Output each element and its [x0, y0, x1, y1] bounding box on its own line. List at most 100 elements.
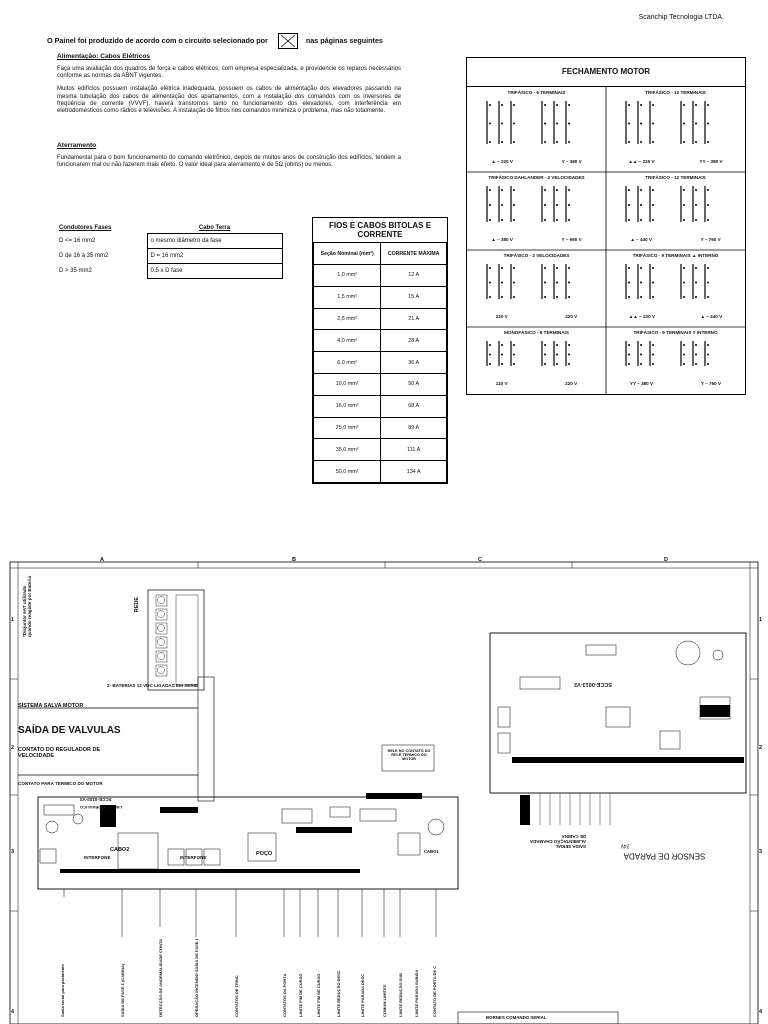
table-row: D de 16 à 35 mm2 D = 16 mm2: [56, 248, 283, 264]
motor-cell: TRIFÁSICO - 9 TERMINAIS ▲ INTERNO ▲▲ – 22…: [606, 250, 745, 327]
voltage-label: 110 V: [495, 381, 508, 386]
wire-table-title: FIOS E CABOS BITOLAS E CORRENTE: [328, 221, 432, 239]
col-header: Seção Nominal (mm²): [312, 242, 382, 265]
paragraph: Fundamental para o bom funcionamento do …: [57, 155, 401, 169]
cell: D = 16 mm2: [146, 248, 283, 264]
wiring-diagram: A B C D 1 2 3 4 1 2 3 4 *Disjuntor 6AT u…: [0, 557, 768, 1024]
voltage-label: YY – 380 V: [699, 159, 723, 164]
board-id: SCCE-0103-V3: [80, 797, 112, 802]
motor-cell: TRIFÁSICO DAHLANDER - 2 VELOCIDADES ▲ – 3…: [467, 172, 606, 250]
terminal-label: LIMITE REDUÇÃO SUB: [398, 973, 403, 1017]
row-label: 1: [11, 617, 15, 623]
motor-cell-title: TRIFÁSICO - 12 TERMINAIS: [645, 175, 706, 180]
cabo1-label: CABO1: [424, 849, 439, 854]
terminal-label: Saída serial para pavimento: [60, 964, 65, 1017]
motor-connection-diagram: [625, 101, 709, 144]
terminal-label: COMUM LIMITES: [382, 984, 387, 1017]
row-label: 2: [759, 745, 763, 751]
cell: 10,0 mm²: [312, 372, 382, 396]
cell: 1,0 mm²: [312, 264, 382, 287]
rele-box-label: RELE NO CONTATO DO RELÉ TÉRMICO DO MOTOR: [387, 749, 431, 761]
voltage-label: 220 V: [495, 314, 508, 319]
conductor-table: Condutores Fases Cabo Terra D <= 16 mm2 …: [56, 223, 283, 279]
motor-connection-diagram: [486, 341, 570, 366]
paragraph: Faça uma avaliação dos quadros de força …: [57, 66, 401, 80]
col-label: A: [100, 557, 104, 563]
selection-checkbox[interactable]: [277, 33, 298, 49]
wire-gauge-table: FIOS E CABOS BITOLAS E CORRENTE Seção No…: [312, 217, 448, 484]
motor-cell-title: TRIFÁSICO DAHLANDER - 2 VELOCIDADES: [488, 175, 585, 180]
voltage-label: ▲▲ – 220 V: [628, 314, 655, 319]
table-row: D <= 16 mm2 o mesmo diâmetro da fase: [56, 233, 283, 249]
company-name: Scanchip Tecnologia LTDA.: [638, 14, 724, 21]
motor-cell-title: TRIFÁSICO - 9 TERMINAIS ▲ INTERNO: [632, 253, 719, 258]
interfone1-label: INTERFONE: [84, 855, 111, 860]
voltage-label: ▲ – 440 V: [630, 237, 652, 242]
row-label: 3: [759, 849, 763, 855]
motor-connection-diagram: [625, 341, 709, 366]
voltage-label: Y – 380 V: [561, 159, 582, 164]
cell: D de 16 à 35 mm2: [59, 253, 109, 259]
voltage-label: ▲▲ – 220 V: [628, 159, 655, 164]
cell: 111 A: [380, 438, 447, 462]
cell: 15 A: [380, 285, 447, 309]
terminal-label: CONTATOS DE TRINC: [234, 975, 239, 1017]
cell: 12 A: [380, 264, 447, 287]
cell: 28 A: [380, 329, 447, 353]
salva-motor-label: SISTEMA SALVA MOTOR: [18, 703, 84, 709]
motor-connection-diagram: [486, 186, 570, 222]
regulador-label: CONTATO DO REGULADOR DE VELOCIDADE: [18, 747, 101, 759]
voltage-row: 110 V 220 V: [467, 381, 606, 386]
cell: 25,0 mm²: [312, 416, 382, 440]
cell: 50 A: [380, 372, 447, 396]
row-label: 3: [11, 849, 15, 855]
motor-connection-diagram: [625, 264, 709, 299]
bornes-label: BORNES COMANDO SERIAL: [486, 1015, 547, 1020]
voltage-label: 220 V: [565, 381, 578, 386]
intro-text-after: nas páginas seguintes: [305, 35, 383, 45]
cabo2-label: CABO2: [110, 847, 130, 853]
row-label: 2: [11, 745, 15, 751]
cell: 35,0 mm²: [312, 438, 382, 462]
col-header: Cabo Terra: [198, 225, 231, 231]
v24-label: 24V: [620, 842, 630, 849]
voltage-row: ▲▲ – 220 V YY – 380 V: [606, 159, 745, 164]
voltage-label: Y – 760 V: [700, 237, 721, 242]
motor-connection-diagram: [486, 101, 570, 144]
cell: D <= 16 mm2: [59, 238, 96, 244]
saida-serial-label: SAIDA SERIAL ALIMENTAÇÃO CHAMADA DE CABI…: [530, 834, 586, 849]
limites-label: LIMITES HIDRAULICO: [80, 805, 122, 810]
paragraph: Muitos edifícios possuem instalação elét…: [57, 86, 401, 115]
board2-id: SCCE-0013-V2: [574, 680, 612, 687]
voltage-label: ▲ – 440 V: [700, 314, 723, 319]
row-label: 1: [759, 617, 763, 623]
cell: 89 A: [380, 416, 447, 440]
cell: 50,0 mm²: [312, 460, 382, 483]
terminal-label: CONTATOS DA PORTA: [282, 973, 287, 1017]
cell: 36 A: [380, 351, 447, 374]
motor-connection-diagram: [486, 264, 570, 299]
intro-text-before: O Painel foi produzido de acordo com o c…: [47, 35, 268, 45]
sensor-label: SENSOR DE PARADA: [623, 851, 706, 861]
terminal-label: SAÍDA DE FASE 1 (CABINA): [120, 963, 125, 1017]
terminal-label: LIMITE REDUÇÃO DESC: [336, 970, 341, 1017]
motor-cell-title: TRIFÁSICO - 12 TERMINAIS: [645, 90, 706, 95]
section-title: Alimentação: Cabos Elétricos: [57, 53, 151, 60]
motor-grid: [467, 87, 745, 394]
disjuntor-note: *Disjuntor 6AT utilizado quando reagiste…: [22, 575, 32, 637]
rede-label: REDE: [134, 597, 140, 613]
motor-cell-title: TRIFÁSICO - 2 VELOCIDADES: [503, 253, 570, 258]
col-label: C: [478, 557, 482, 563]
cell: D > 35 mm2: [59, 268, 92, 274]
